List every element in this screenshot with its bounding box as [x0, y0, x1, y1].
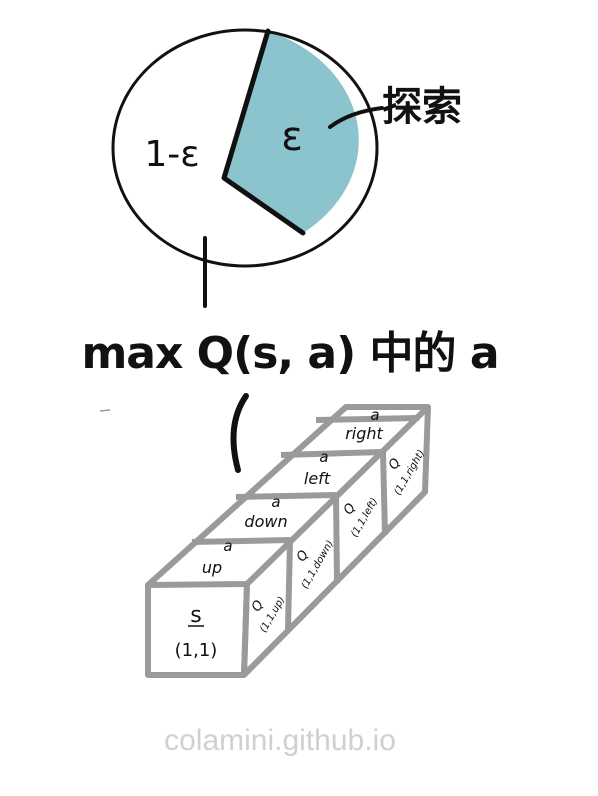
- q-value-down: (1,1,down): [300, 539, 336, 591]
- explore-wedge: [224, 31, 359, 233]
- q-table-3d: [145, 404, 431, 678]
- q-label: Q: [249, 598, 267, 614]
- epsilon-pie: ε 1-ε 探索: [111, 28, 462, 308]
- action-a-label: a: [370, 406, 379, 424]
- action-label-down: down: [244, 512, 287, 531]
- q-value-left: (1,1,left): [349, 496, 380, 539]
- pie-outline: [111, 28, 379, 268]
- tick-mark: [99, 409, 111, 412]
- q-label: Q: [386, 456, 404, 472]
- state-value: (1,1): [175, 640, 218, 661]
- top-divider-2: [235, 492, 337, 500]
- brace-stroke: [230, 393, 249, 473]
- max-q-caption: max Q(s, a) 中的 a: [81, 328, 498, 379]
- side-divider-3: [380, 451, 388, 536]
- state-header: s: [190, 603, 201, 628]
- q-value-up: (1,1,up): [258, 595, 287, 635]
- state-cell: s (1,1): [175, 603, 218, 661]
- wedge-border: [221, 28, 306, 236]
- action-header-down: a down: [244, 493, 287, 531]
- front-face: [145, 583, 250, 678]
- action-header-right: a right: [345, 406, 383, 443]
- side-divider-1: [285, 539, 293, 631]
- action-label-left: left: [304, 469, 331, 488]
- top-divider-3: [280, 449, 384, 458]
- action-header-up: a up: [202, 537, 233, 577]
- one-minus-epsilon-label: 1-ε: [144, 134, 199, 175]
- explore-label: 探索: [382, 84, 462, 130]
- side-divider-2: [333, 494, 340, 584]
- action-header-left: a left: [304, 448, 331, 488]
- top-divider-4: [315, 415, 420, 423]
- action-label-up: up: [202, 558, 222, 577]
- epsilon-label: ε: [281, 114, 303, 160]
- explore-pointer-line: [328, 106, 384, 129]
- action-label-right: right: [345, 424, 383, 443]
- action-a-label: a: [223, 537, 232, 555]
- q-label: Q: [341, 501, 359, 517]
- top-divider-1: [191, 537, 291, 545]
- action-a-label: a: [319, 448, 328, 466]
- action-a-label: a: [271, 493, 280, 511]
- q-label: Q: [294, 548, 312, 564]
- watermark: colamini.github.io: [164, 724, 396, 757]
- side-face: [241, 406, 431, 678]
